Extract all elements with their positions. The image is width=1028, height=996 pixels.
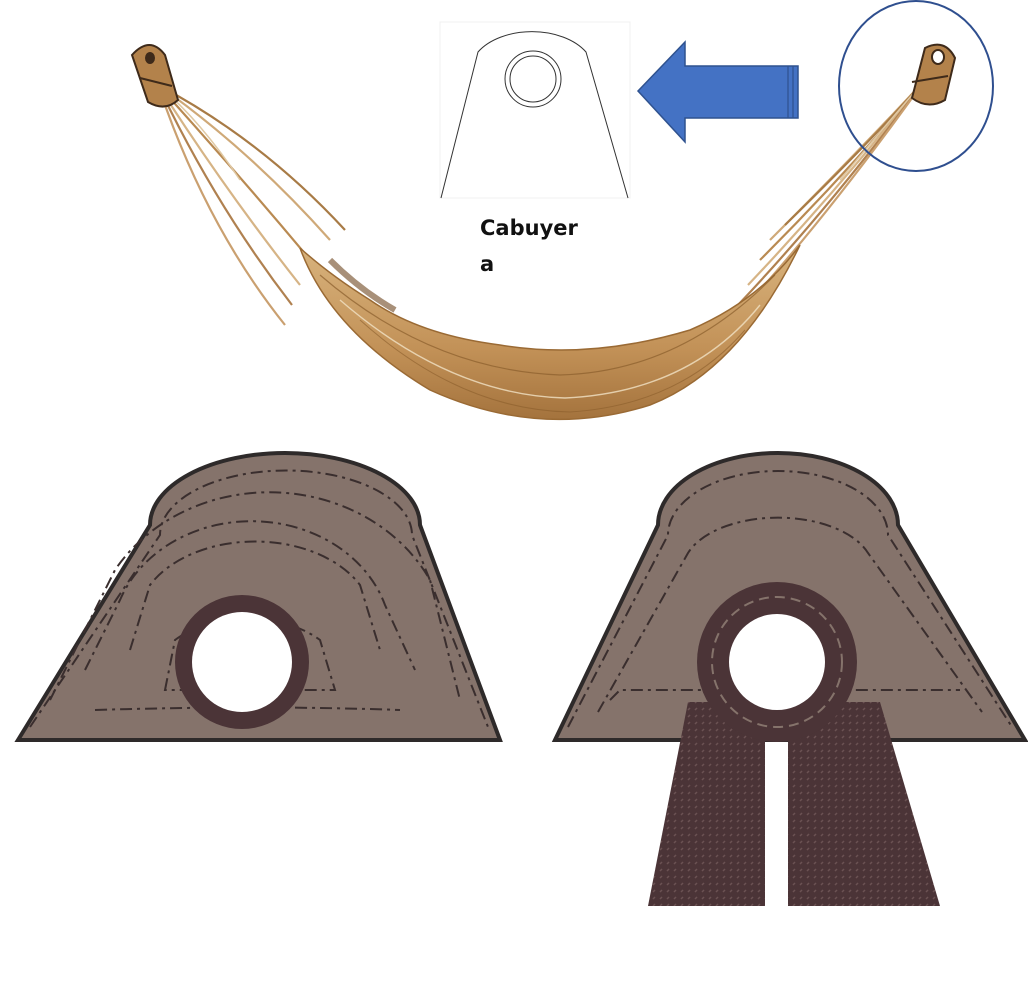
cabuyera-sketch (440, 22, 630, 198)
hammock-right-cap (912, 45, 955, 105)
eyelet-hole-white-right (729, 614, 825, 710)
eyelet-hole-white-left (192, 612, 292, 712)
hammock-left-strings (158, 85, 345, 325)
cabuyera-caption: Cabuyera (480, 210, 590, 282)
arrow-left-icon (638, 42, 798, 142)
design-woven-panels (555, 453, 1025, 906)
design-concentric-stitching (18, 453, 500, 740)
hammock-left-cap (132, 45, 178, 107)
